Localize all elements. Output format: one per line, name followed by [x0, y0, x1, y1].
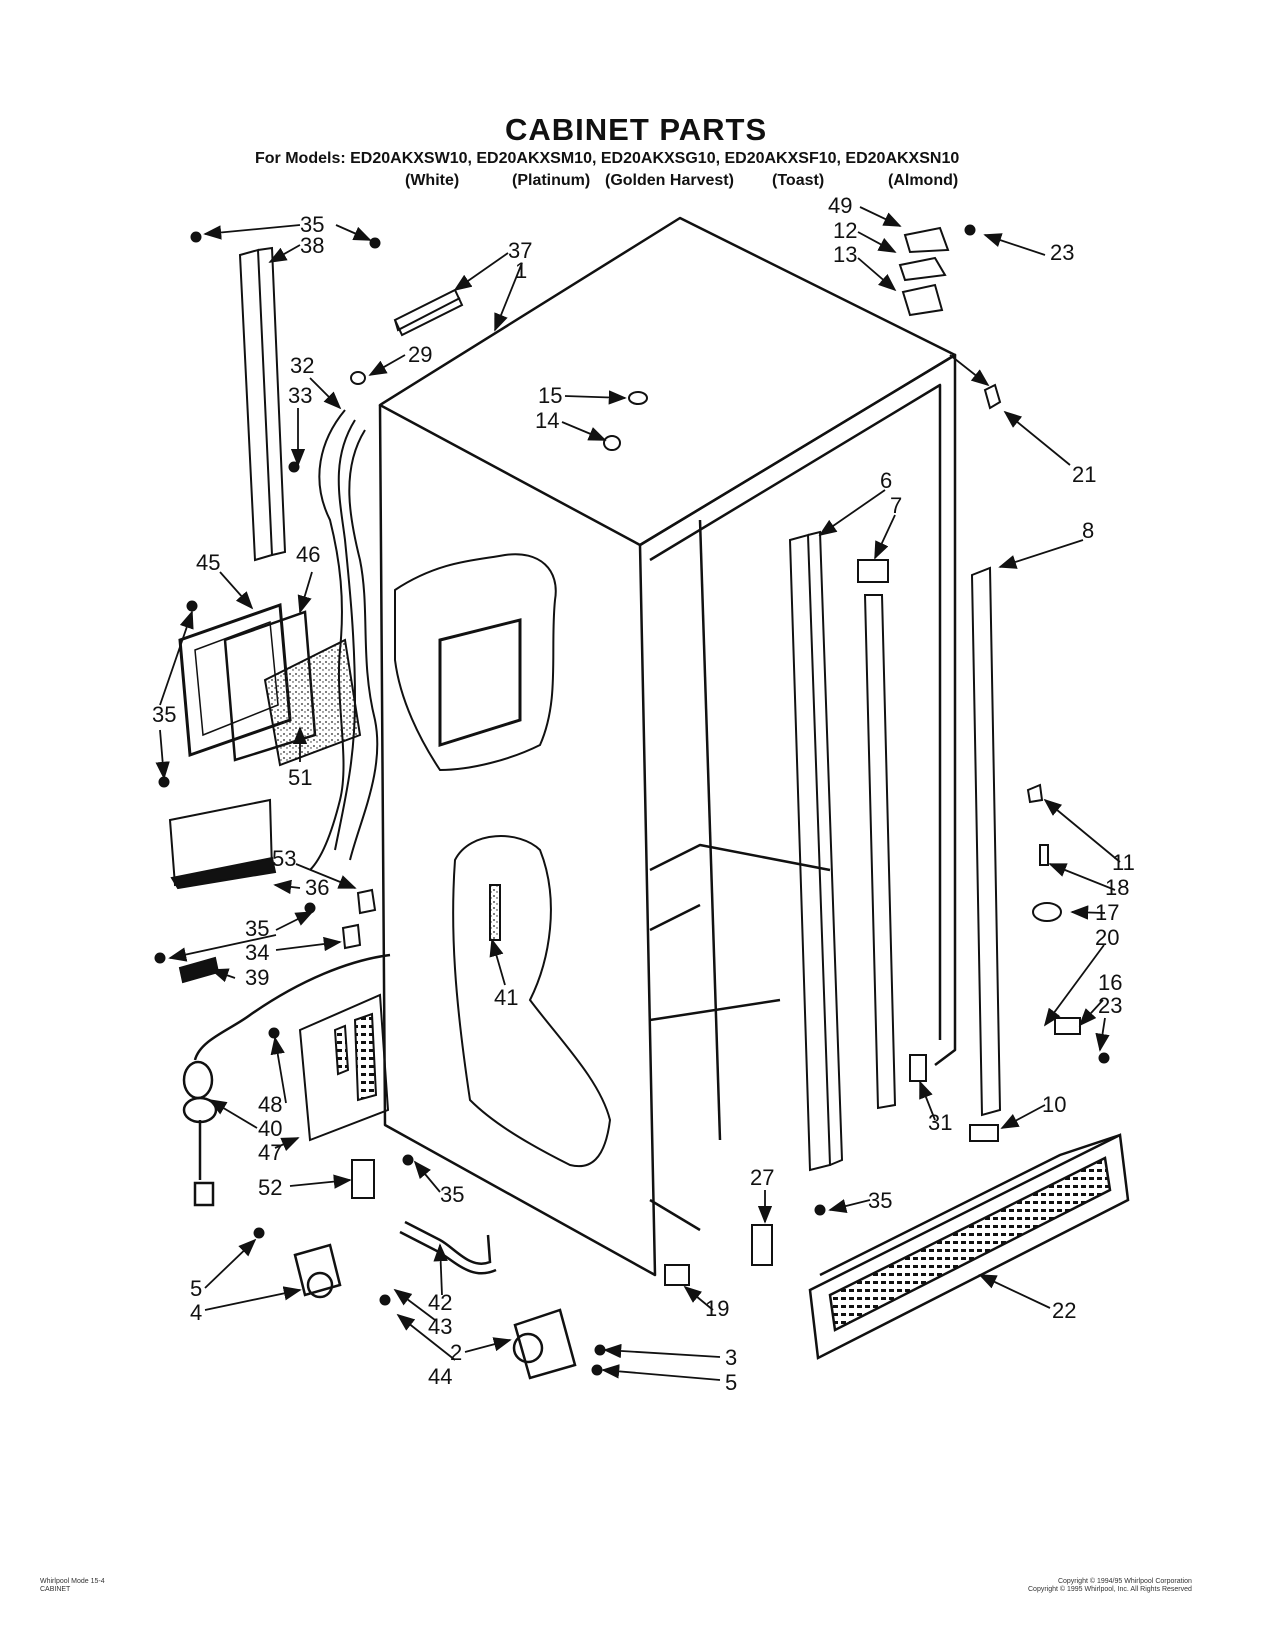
callout-33: 33: [288, 383, 312, 408]
model-color-golden-harvest: (Golden Harvest): [605, 172, 734, 189]
callout-34: 34: [245, 940, 269, 965]
part-hinge-2: [512, 1308, 577, 1380]
callout-16: 16: [1098, 970, 1122, 995]
callout-38: 38: [300, 233, 324, 258]
callout-41: 41: [494, 985, 518, 1010]
callout-48: 48: [258, 1092, 282, 1117]
callout-35-d: 35: [440, 1182, 464, 1207]
model-color-almond: (Almond): [888, 172, 959, 189]
callout-5-b: 5: [725, 1370, 737, 1395]
callout-27: 27: [750, 1165, 774, 1190]
model-color-toast: (Toast): [772, 172, 825, 189]
part-tube-42: [399, 1220, 497, 1275]
page-title: CABINET PARTS: [505, 112, 768, 147]
callout-35-c: 35: [245, 916, 269, 941]
part-strip-7: [857, 559, 897, 1110]
models-line: For Models: ED20AKXSW10, ED20AKXSM10, ED…: [255, 150, 960, 167]
callout-43: 43: [428, 1314, 452, 1339]
callout-20: 20: [1095, 925, 1119, 950]
part-bracket-37: [393, 288, 464, 337]
callout-1: 1: [515, 258, 527, 283]
callout-22: 22: [1052, 1298, 1076, 1323]
footer-right: Copyright © 1994/95 Whirlpool Corporatio…: [1028, 1578, 1192, 1594]
callout-23-b: 23: [1098, 993, 1122, 1018]
callout-36: 36: [305, 875, 329, 900]
callout-40: 40: [258, 1116, 282, 1141]
callout-3: 3: [725, 1345, 737, 1370]
callout-37: 37: [508, 238, 532, 263]
part-strip-6: [788, 530, 844, 1172]
part-insulation-51: [263, 638, 362, 767]
side-panel-cutouts: [394, 553, 612, 1168]
part-cord-40: [182, 953, 391, 1207]
callout-42: 42: [428, 1290, 452, 1315]
callout-6: 6: [880, 468, 892, 493]
callout-32: 32: [290, 353, 314, 378]
callout-18: 18: [1105, 875, 1129, 900]
callout-14: 14: [535, 408, 559, 433]
callout-15: 15: [538, 383, 562, 408]
part-panel-36: [168, 798, 277, 890]
callout-5-a: 5: [190, 1276, 202, 1301]
footer-left-line-1: Whirlpool Mode 15-4: [40, 1578, 105, 1585]
model-color-platinum: (Platinum): [512, 172, 591, 189]
part-caster-4: [293, 1243, 342, 1299]
callout-47: 47: [258, 1140, 282, 1165]
part-grille-22: [808, 1133, 1130, 1360]
footer-right-line-2: Copyright © 1995 Whirlpool, Inc. All Rig…: [1028, 1586, 1192, 1593]
part-cover-48: [298, 993, 390, 1142]
callout-labels: 35 38 37 1 49 12 13 23 29 32 33 15 14 21…: [152, 193, 1135, 1395]
part-hinge-cover-49: [898, 226, 950, 317]
callout-23-a: 23: [1050, 240, 1074, 265]
callout-13: 13: [833, 242, 857, 267]
callout-49: 49: [828, 193, 852, 218]
callout-19: 19: [705, 1296, 729, 1321]
callout-7: 7: [890, 493, 902, 518]
callout-10: 10: [1042, 1092, 1066, 1117]
callout-29: 29: [408, 342, 432, 367]
footer-left-line-2: CABINET: [40, 1586, 71, 1593]
model-color-white: (White): [405, 172, 460, 189]
callout-12: 12: [833, 218, 857, 243]
callout-2: 2: [450, 1340, 462, 1365]
callout-52: 52: [258, 1175, 282, 1200]
callout-39: 39: [245, 965, 269, 990]
footer-left: Whirlpool Mode 15-4 CABINET: [40, 1578, 105, 1594]
callout-35-b: 35: [152, 702, 176, 727]
callout-44: 44: [428, 1364, 452, 1389]
leader-lines: [155, 206, 1121, 1381]
part-strip-8: [970, 566, 1002, 1117]
part-strip-38: [238, 246, 287, 562]
callout-35-a: 35: [300, 212, 324, 237]
callout-35-e: 35: [868, 1188, 892, 1213]
footer-right-line-1: Copyright © 1994/95 Whirlpool Corporatio…: [1057, 1578, 1192, 1585]
cabinet-shell: [378, 216, 957, 1277]
callout-31: 31: [928, 1110, 952, 1135]
callout-11: 11: [1112, 850, 1135, 875]
callout-51: 51: [288, 765, 312, 790]
callout-53: 53: [272, 846, 296, 871]
callout-4: 4: [190, 1300, 202, 1325]
screws-and-clips: [154, 224, 1110, 1376]
callout-45: 45: [196, 550, 220, 575]
callout-17: 17: [1095, 900, 1119, 925]
callout-21: 21: [1072, 462, 1096, 487]
callout-46: 46: [296, 542, 320, 567]
callout-8: 8: [1082, 518, 1094, 543]
